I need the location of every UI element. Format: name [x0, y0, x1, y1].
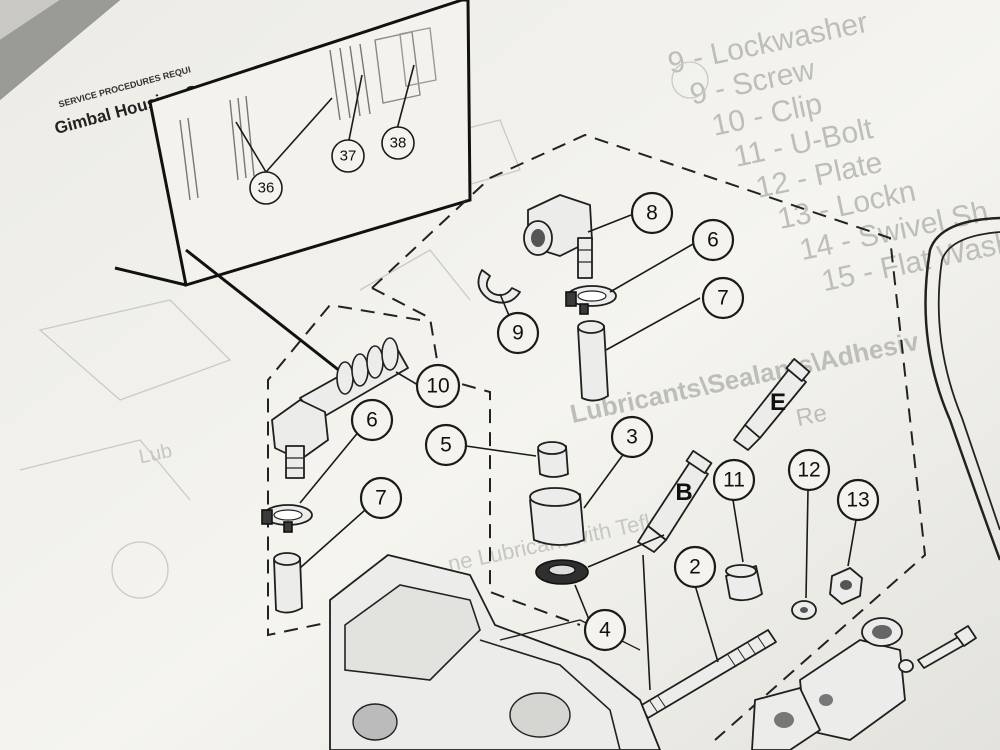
inset-pointer-line [185, 248, 346, 377]
lubricant-tube-b [637, 449, 713, 553]
part-11-sleeve [725, 564, 763, 602]
inset-detail-box: 36 37 38 [114, 0, 472, 287]
reseal-text: Re [794, 399, 830, 432]
gasket-outline [924, 216, 1000, 561]
callout-5: 5 [424, 423, 468, 467]
svg-text:3: 3 [626, 426, 638, 449]
svg-text:38: 38 [390, 135, 407, 152]
inset-seal-parts [179, 27, 437, 201]
inset-callout-37: 37 [331, 139, 365, 173]
callout-13: 13 [836, 478, 880, 522]
svg-text:9: 9 [512, 322, 524, 345]
bleed-through-parts-list: 9 - Lockwasher 9 - Screw 10 - Clip 11 - … [665, 6, 1000, 298]
callout-7-lower: 7 [359, 476, 403, 520]
part-3-bushing [529, 487, 585, 546]
inset-callout-38: 38 [381, 126, 415, 160]
svg-text:2: 2 [689, 556, 701, 579]
under-page [0, 0, 60, 40]
bolt-and-washer [898, 625, 977, 673]
part-7-upper-hose [577, 320, 609, 402]
part-13-nut [829, 567, 863, 605]
part-4-seal [535, 559, 589, 585]
gasket-plate [751, 687, 821, 750]
svg-text:7: 7 [375, 487, 387, 510]
callout-4: 4 [583, 608, 627, 652]
svg-text:11: 11 [723, 469, 745, 492]
lubricant-tube-e [733, 358, 811, 451]
part-12-washer [791, 600, 817, 620]
gasket-outline-inner [937, 231, 1000, 531]
callout-10: 10 [415, 363, 461, 409]
callout-3: 3 [610, 415, 654, 459]
svg-text:13: 13 [846, 489, 869, 512]
callout-2: 2 [673, 545, 717, 589]
callout-6-lower: 6 [350, 398, 394, 442]
callout-12: 12 [787, 448, 831, 492]
lubricant-b-label: B [675, 479, 692, 506]
svg-text:7: 7 [717, 287, 729, 310]
svg-text:4: 4 [599, 619, 611, 642]
part-10-elbow-fitting [271, 337, 409, 479]
leader-lines [299, 214, 857, 691]
callout-8: 8 [630, 191, 674, 235]
svg-text:8: 8 [646, 202, 658, 225]
svg-text:10: 10 [426, 375, 449, 398]
part-5-bushing [537, 441, 569, 478]
callout-9: 9 [496, 311, 540, 355]
part-9-retaining-clip [477, 269, 521, 304]
part-6-lower-clamp [261, 504, 313, 533]
svg-text:36: 36 [258, 180, 275, 197]
callout-7-upper: 7 [701, 276, 745, 320]
inset-callout-36: 36 [249, 171, 283, 205]
svg-text:6: 6 [366, 409, 378, 432]
callout-6-upper: 6 [691, 218, 735, 262]
svg-text:5: 5 [440, 434, 452, 457]
svg-text:37: 37 [340, 148, 357, 165]
callout-11: 11 [712, 458, 756, 502]
lower-housing-flange [799, 617, 906, 741]
svg-text:12: 12 [797, 459, 820, 482]
lubricant-e-label: E [770, 389, 786, 416]
page-curl-shadow [0, 0, 120, 100]
dashed-group-outlines [267, 133, 927, 741]
part-7-lower-hose [273, 552, 303, 614]
part-8-elbow-fitting [523, 194, 593, 279]
svg-text:6: 6 [707, 229, 719, 252]
gimbal-housing-body [329, 554, 661, 750]
part-6-upper-clamp [565, 285, 617, 315]
